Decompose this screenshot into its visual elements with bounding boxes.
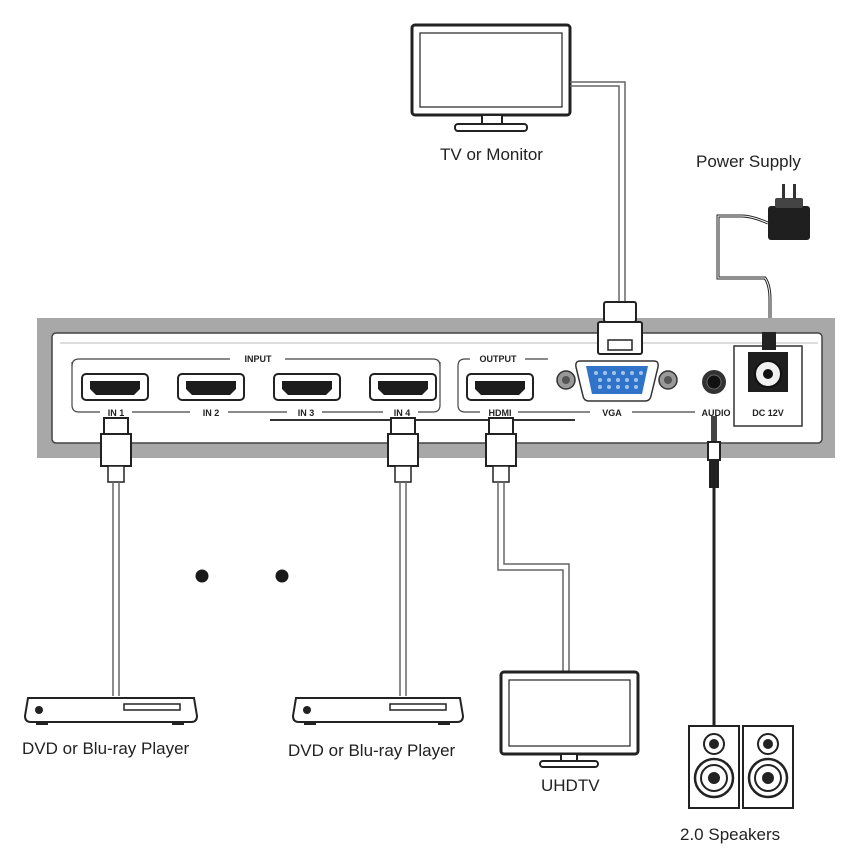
- input-group-label: INPUT: [245, 354, 273, 364]
- vga-plug-icon: [597, 301, 643, 355]
- power-cable: [716, 214, 772, 338]
- vga-cable: [570, 81, 626, 302]
- tv-monitor-icon: [410, 23, 572, 132]
- label-vga: VGA: [602, 408, 622, 418]
- dvd-player-icon: [23, 697, 199, 725]
- hdmi-cables: [112, 482, 570, 696]
- hdmi-port-output: [466, 373, 534, 401]
- speaker-right-icon: [742, 725, 794, 809]
- label-in2: IN 2: [203, 408, 220, 418]
- output-group-frame: [457, 358, 695, 413]
- hdmi-port-in1: [81, 373, 149, 401]
- power-supply-label: Power Supply: [696, 152, 801, 171]
- speakers-label: 2.0 Speakers: [680, 825, 781, 844]
- hdmi-port-in2: [177, 373, 245, 401]
- ellipsis-dot: [195, 569, 209, 583]
- label-in1: IN 1: [108, 408, 125, 418]
- dvd-player-icon: [291, 697, 465, 725]
- label-audio: AUDIO: [702, 408, 731, 418]
- hdmi-port-in4: [369, 373, 437, 401]
- tv-label: TV or Monitor: [440, 145, 543, 164]
- power-adapter-icon: [768, 184, 810, 240]
- player2-label: DVD or Blu-ray Player: [288, 741, 456, 760]
- label-in3: IN 3: [298, 408, 315, 418]
- audio-plug: [707, 416, 721, 728]
- output-group-label: OUTPUT: [480, 354, 518, 364]
- hdmi-plug-in1: [100, 417, 132, 483]
- player1-label: DVD or Blu-ray Player: [22, 739, 190, 758]
- input-group-frame: [71, 358, 441, 413]
- label-dc: DC 12V: [752, 408, 784, 418]
- dc-power-jack: [733, 332, 803, 427]
- hdmi-port-in3: [273, 373, 341, 401]
- label-in4: IN 4: [394, 408, 411, 418]
- hdmi-plug-output: [485, 417, 517, 483]
- label-hdmi: HDMI: [489, 408, 512, 418]
- audio-jack: [702, 370, 726, 394]
- uhdtv-label: UHDTV: [541, 776, 600, 795]
- vga-port: [556, 360, 678, 402]
- speaker-left-icon: [688, 725, 740, 809]
- uhdtv-icon: [499, 670, 640, 768]
- ellipsis-dot: [275, 569, 289, 583]
- hdmi-plug-in4: [387, 417, 419, 483]
